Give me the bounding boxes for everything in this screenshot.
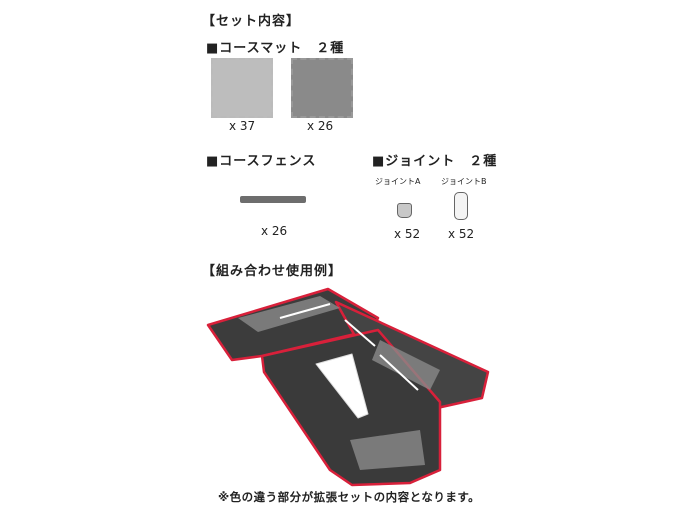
set-contents-title: 【セット内容】	[202, 14, 301, 29]
light-mat-image	[211, 58, 273, 118]
joint-heading: ■ジョイント ２種	[372, 154, 498, 169]
course-mat-heading: ■コースマット ２種	[206, 41, 345, 56]
track-inner-hole	[315, 353, 369, 419]
example-note: ※色の違う部分が拡張セットの内容となります。	[218, 490, 481, 504]
light-mat-qty: x 37	[229, 119, 256, 133]
fence-qty: x 26	[261, 224, 288, 238]
dark-mat-qty: x 26	[307, 119, 334, 133]
joint-a-label: ジョイントA	[375, 177, 421, 186]
example-title: 【組み合わせ使用例】	[202, 264, 343, 279]
joint-b-image	[454, 192, 468, 220]
joint-a-image	[397, 203, 412, 218]
joint-b-qty: x 52	[448, 227, 475, 241]
joint-b-label: ジョイントB	[441, 177, 487, 186]
joint-a-qty: x 52	[394, 227, 421, 241]
fence-image	[240, 196, 306, 203]
dark-mat-image	[291, 58, 353, 118]
course-fence-heading: ■コースフェンス	[206, 154, 317, 169]
